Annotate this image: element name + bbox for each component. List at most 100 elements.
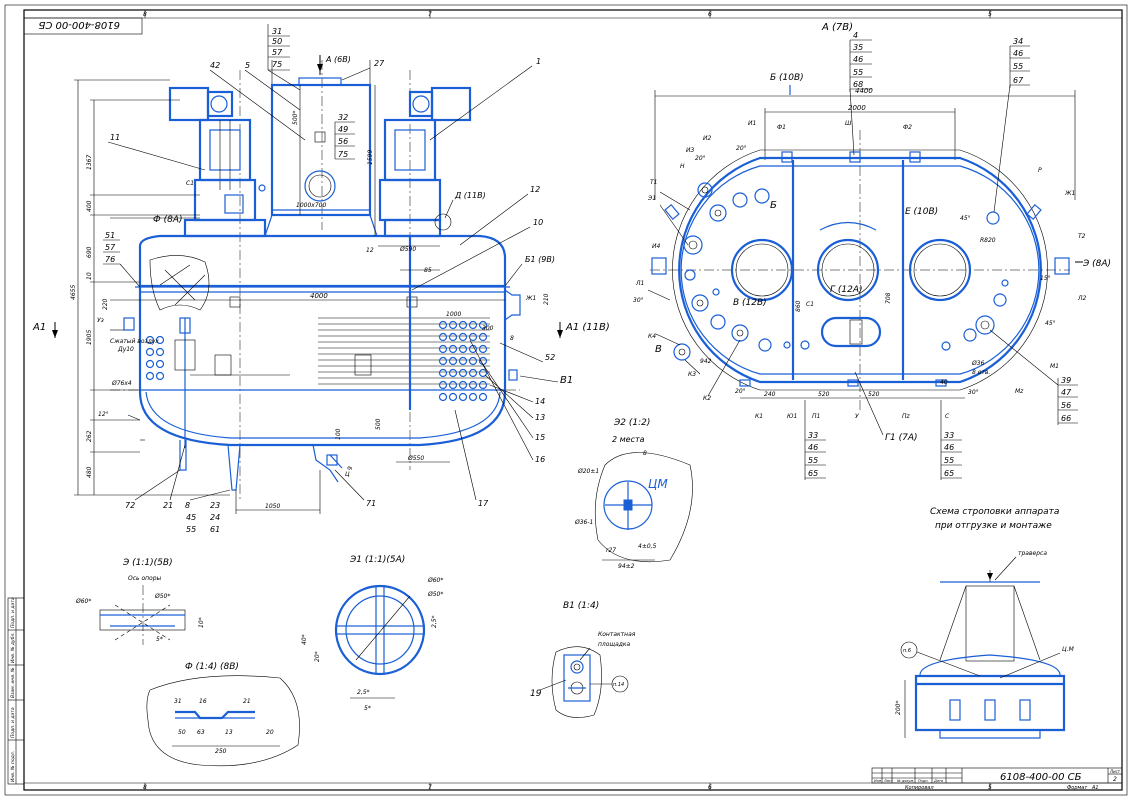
drive-left <box>168 86 267 238</box>
callout: 67 <box>1013 76 1024 85</box>
callout: 14 <box>535 397 545 406</box>
callout: 34 <box>1013 37 1023 46</box>
dim: Ø20±1 <box>577 468 599 475</box>
format-label: Формат <box>1067 785 1088 791</box>
view-ref: Г1 (7А) <box>885 433 918 443</box>
callout: 61 <box>210 525 220 534</box>
callout: 47 <box>1061 388 1072 397</box>
plan-nozzles <box>673 182 1009 361</box>
nozzle-letter: Ю1 <box>787 413 797 420</box>
callout: 55 <box>186 525 196 534</box>
dim: 520 <box>868 391 880 398</box>
grid-letter: 8 <box>143 784 147 791</box>
angle: 45° <box>960 215 971 222</box>
nozzle-label: Уз <box>97 317 104 324</box>
plan-title: А (7В) <box>821 22 853 33</box>
dim: 50 <box>178 729 186 736</box>
callout: 27 <box>374 59 385 68</box>
callout: 17 <box>478 499 489 508</box>
nozzle-letter: Э1 <box>647 195 656 202</box>
grid-letter: 7 <box>428 784 432 791</box>
dim: Ø76x4 <box>111 380 132 387</box>
dim: 240 <box>764 391 776 398</box>
angle: 30° <box>968 389 979 396</box>
callout: 55 <box>944 456 954 465</box>
dim: 8 отв. <box>972 369 990 376</box>
air-label: Сжатый воздух <box>110 338 159 345</box>
grid-letter: 7 <box>428 11 432 18</box>
callout: 57 <box>272 48 283 57</box>
nozzle-letter: И3 <box>686 147 694 154</box>
callout: 19 <box>530 689 542 699</box>
callout: 50 <box>272 37 282 46</box>
dim: 13 <box>225 729 233 736</box>
designation: 6108-400-00 СБ <box>1000 772 1082 783</box>
dim: 4400 <box>855 87 873 95</box>
sling-title: при отгрузке и монтаже <box>935 521 1052 531</box>
nozzle-label: Ц <box>345 471 350 478</box>
dim: 94±2 <box>618 563 635 570</box>
dim: 31 <box>174 698 182 705</box>
sling-cm: Ц.М <box>1062 646 1075 653</box>
dim: 10 <box>86 272 93 280</box>
dim: 4±0,5 <box>638 543 657 550</box>
view-ref: В1 <box>560 375 573 386</box>
nozzle-letter: С1 <box>806 301 814 308</box>
callout: 56 <box>1061 401 1071 410</box>
dim: 20* <box>314 651 321 662</box>
callout: 15 <box>535 433 545 442</box>
callout: 68 <box>853 80 863 89</box>
coil-ends-left <box>145 335 165 381</box>
format-value: A1 <box>1091 785 1099 791</box>
callout: 55 <box>1013 62 1023 71</box>
callout: 11 <box>110 133 120 142</box>
callout: 75 <box>272 60 282 69</box>
dim: 400 <box>86 200 93 212</box>
dim: 1905 <box>86 330 93 345</box>
detail-text: Контактная <box>598 631 636 638</box>
slinging-scheme: Схема строповки аппарата при отгрузке и … <box>895 507 1075 739</box>
dim: 8 <box>510 335 514 342</box>
copied-label: Копировал <box>905 785 934 791</box>
sling-title: Схема строповки аппарата <box>930 507 1059 517</box>
coil-ends-right <box>438 320 488 402</box>
view-ref: А1 <box>32 322 46 333</box>
title-block: Изм Лист № докум. Подп. Дата 6108-400-00… <box>871 767 1123 791</box>
dim: 40 <box>940 379 948 386</box>
nozzle-letter: Ш <box>845 120 852 127</box>
titleblock-col: Подп. <box>918 779 929 783</box>
dim: 9 <box>347 466 354 470</box>
callout: 46 <box>808 443 818 452</box>
dim: 250 <box>215 748 227 755</box>
side-stamp: Подп. и дата Инв. № дубл. Взам. инв. № П… <box>7 597 25 785</box>
stamp-text: Инв. № подл. <box>10 751 16 782</box>
callout: 65 <box>944 469 954 478</box>
stamp-text: Подп. и дата <box>10 707 16 738</box>
nozzle-letter: Ф1 <box>777 124 786 131</box>
dim: 300 <box>482 325 494 332</box>
dim: 500 <box>375 418 382 430</box>
dim: 860 <box>795 300 802 312</box>
dim: 21 <box>243 698 251 705</box>
nozzle-letter: И4 <box>652 243 660 250</box>
callout: 32 <box>338 113 348 122</box>
dim: 1000 <box>446 311 461 318</box>
callout: 66 <box>1061 414 1071 423</box>
titleblock-col: Дата <box>933 779 943 783</box>
dim: 220 <box>102 298 109 310</box>
nozzle-letter: К2 <box>703 395 711 402</box>
detail-cm: ЦМ <box>648 477 668 491</box>
dim: 942 <box>700 358 712 365</box>
dim: 690 <box>86 246 93 258</box>
nozzle-letter: Ж1 <box>1064 190 1075 197</box>
callout: 51 <box>105 231 115 240</box>
view-ref: В (12В) <box>733 298 767 308</box>
detail-title: Э (1:1)(5В) <box>122 558 173 568</box>
dim: 4000 <box>310 292 328 300</box>
nozzle-letter: В <box>655 344 662 355</box>
titleblock-col: № докум. <box>896 779 914 783</box>
dim: 1367 <box>86 155 93 170</box>
view-ref: Б1 (9В) <box>525 255 555 264</box>
nozzle-letter: Мz <box>1015 388 1024 395</box>
